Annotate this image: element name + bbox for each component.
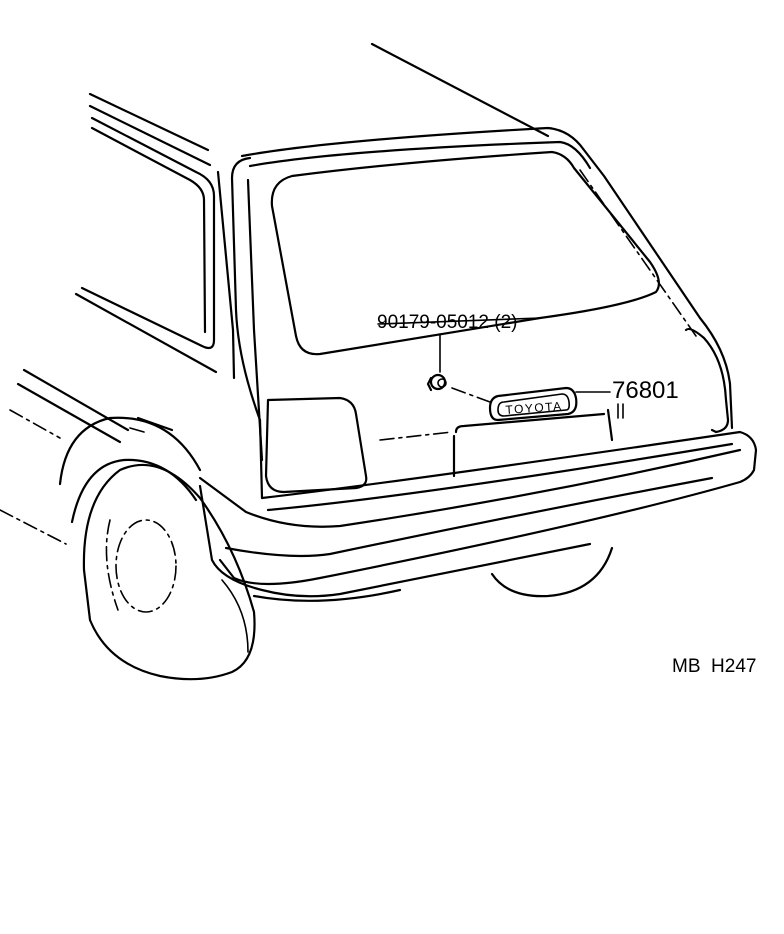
emblem-part-number: 76801 (612, 377, 679, 404)
figure-code: MB H247 (672, 656, 756, 677)
roof-outline (88, 42, 550, 167)
right-tail-lamp (684, 327, 730, 434)
license-plate-area (379, 408, 614, 478)
emblem-text: TOYOTA (505, 399, 563, 417)
side-window (74, 116, 236, 380)
nut-part-number: 90179-05012 (2) (377, 312, 518, 333)
left-wheel (58, 416, 256, 681)
rear-bumper (198, 430, 758, 602)
left-tail-lamp (264, 396, 368, 494)
body-details (129, 416, 174, 433)
rear-wheel-right (490, 546, 614, 598)
nut-part (377, 317, 541, 403)
rear-window (270, 150, 697, 356)
body-side (0, 368, 130, 545)
tailgate-outline (230, 126, 734, 500)
toyota-emblem: TOYOTA (488, 386, 624, 422)
